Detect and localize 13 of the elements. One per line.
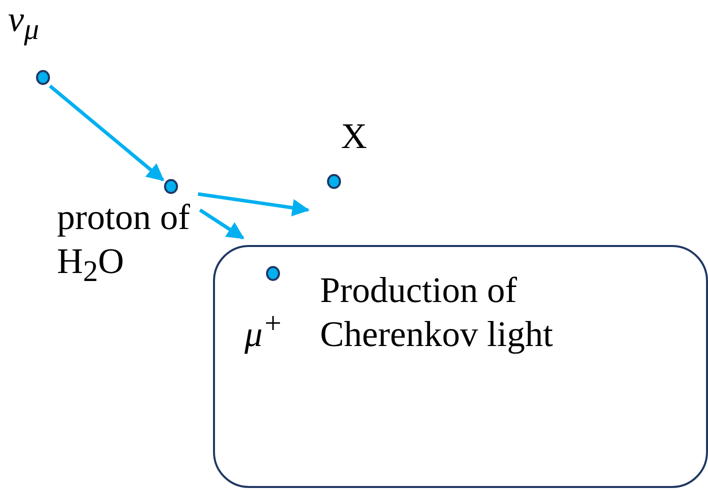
particle-label: proton of H$_{2}$O: [57, 196, 191, 290]
particle-dot: [164, 179, 178, 194]
particle-dot: [266, 266, 280, 280]
arrow: [198, 192, 310, 216]
particle-label: ν$_{μ}$: [8, 0, 40, 48]
arrow: [199, 208, 244, 240]
box-label: Production of Cherenkov light: [320, 269, 554, 356]
particle-dot: [327, 174, 341, 189]
arrow: [48, 84, 164, 182]
detector-box: [213, 245, 708, 488]
particle-label: μ$^{+}$: [244, 306, 283, 356]
particle-dot: [36, 70, 50, 85]
particle-label: X: [341, 115, 367, 158]
